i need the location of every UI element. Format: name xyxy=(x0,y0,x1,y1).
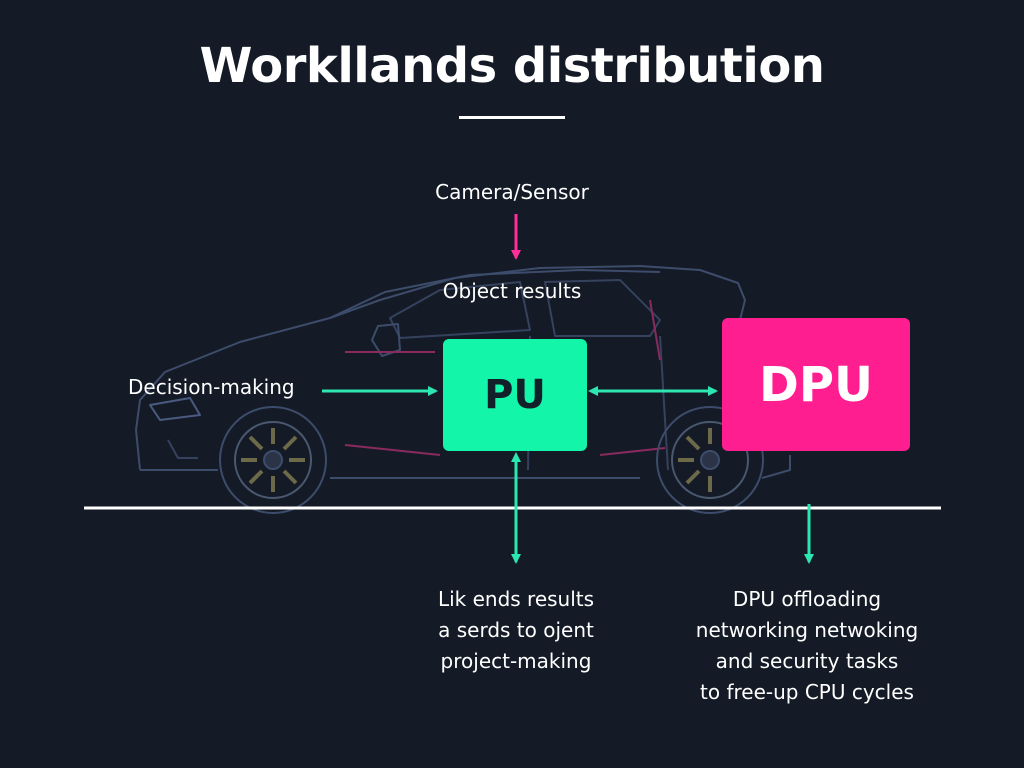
dpu-box: DPU xyxy=(722,318,910,451)
dpu-caption-line: to free-up CPU cycles xyxy=(700,680,914,704)
dpu-box-label: DPU xyxy=(759,356,873,413)
pu-caption-line: Lik ends results xyxy=(437,587,595,611)
dpu-caption-line: networking netwoking xyxy=(695,618,919,642)
title-underline xyxy=(459,116,565,119)
diagram-title: Workllands distribution xyxy=(199,38,825,94)
object-results-label: Object results xyxy=(442,279,582,303)
pu-caption: Lik ends results a serds to ojent projec… xyxy=(404,584,628,677)
dpu-caption-line: DPU offloading xyxy=(732,587,882,611)
decision-making-label: Decision-making xyxy=(128,375,295,399)
dpu-caption: DPU offloading networking netwoking and … xyxy=(670,584,944,708)
dpu-caption-line: and security tasks xyxy=(715,649,899,673)
camera-sensor-label: Camera/Sensor xyxy=(435,180,589,204)
pu-caption-line: a serds to ojent xyxy=(438,618,594,642)
pu-caption-line: project-making xyxy=(440,649,592,673)
pu-box-label: PU xyxy=(484,372,546,418)
pu-box: PU xyxy=(443,339,587,451)
